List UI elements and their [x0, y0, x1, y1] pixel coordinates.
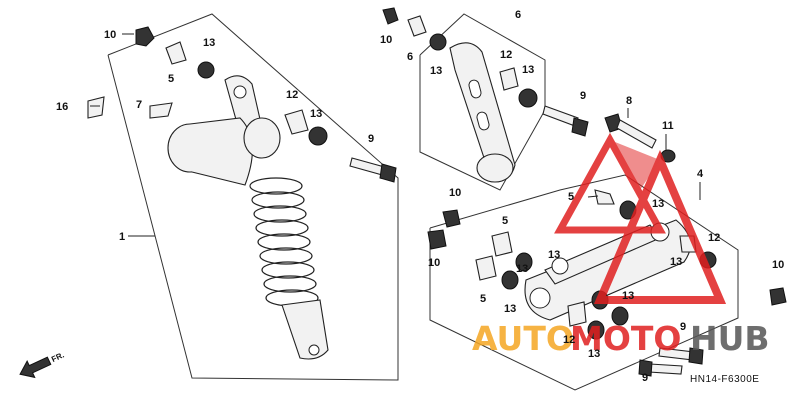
- front-direction-indicator: FR.: [19, 350, 66, 379]
- callout-16: 16: [56, 101, 68, 113]
- callout-labels: 10 5 13 16 7 12 13 9 1 10 6 13 6 12 13 9…: [56, 9, 784, 385]
- diagram-code: HN14-F6300E: [690, 374, 759, 385]
- callout-13: 13: [504, 303, 516, 315]
- callout-10: 10: [104, 29, 116, 41]
- shock-link[interactable]: [524, 189, 787, 321]
- callout-10: 10: [428, 257, 440, 269]
- bolt-and-washer: [604, 113, 676, 163]
- callout-13: 13: [548, 249, 560, 261]
- watermark-text-moto: MOTO: [570, 319, 681, 358]
- callout-13: 13: [310, 108, 322, 120]
- shock-lower-eye: [308, 344, 320, 356]
- callout-12: 12: [286, 89, 298, 101]
- callout-7: 7: [136, 99, 142, 111]
- callout-5: 5: [168, 73, 174, 85]
- callout-9: 9: [368, 133, 374, 145]
- callout-9: 9: [642, 372, 648, 384]
- leader-lines: [90, 33, 701, 237]
- shock-upper-eye: [233, 85, 247, 99]
- callout-13: 13: [430, 65, 442, 77]
- callout-5: 5: [568, 191, 574, 203]
- callout-13: 13: [516, 263, 528, 275]
- upper-hardware: [87, 26, 397, 183]
- direction-label: FR.: [50, 350, 65, 364]
- callout-8: 8: [626, 95, 632, 107]
- shock-spring: [249, 177, 319, 307]
- callout-13: 13: [522, 64, 534, 76]
- callout-6: 6: [515, 9, 521, 21]
- callout-11: 11: [662, 120, 674, 132]
- callout-10: 10: [772, 259, 784, 271]
- callout-6: 6: [407, 51, 413, 63]
- callout-10: 10: [449, 187, 461, 199]
- callout-4: 4: [697, 168, 704, 180]
- callout-13: 13: [203, 37, 215, 49]
- upper-cushion-arm[interactable]: [382, 7, 589, 183]
- watermark-text-auto: AUTO: [472, 319, 574, 358]
- callout-9: 9: [680, 321, 686, 333]
- callout-9: 9: [580, 90, 586, 102]
- shock-absorber[interactable]: [167, 75, 329, 360]
- callout-13: 13: [588, 348, 600, 360]
- callout-13: 13: [622, 290, 634, 302]
- callout-13: 13: [652, 198, 664, 210]
- callout-13: 13: [670, 256, 682, 268]
- watermark-text-hub: HUB: [690, 319, 770, 358]
- callout-5: 5: [480, 293, 486, 305]
- callout-12: 12: [708, 232, 720, 244]
- shock-reservoir: [189, 117, 253, 186]
- callout-12: 12: [563, 334, 575, 346]
- callout-5: 5: [502, 215, 508, 227]
- callout-12: 12: [500, 49, 512, 61]
- watermark-logo: AUTO MOTO HUB: [472, 132, 770, 358]
- callout-1: 1: [119, 231, 125, 243]
- lower-hardware: [427, 209, 704, 377]
- callout-10: 10: [380, 34, 392, 46]
